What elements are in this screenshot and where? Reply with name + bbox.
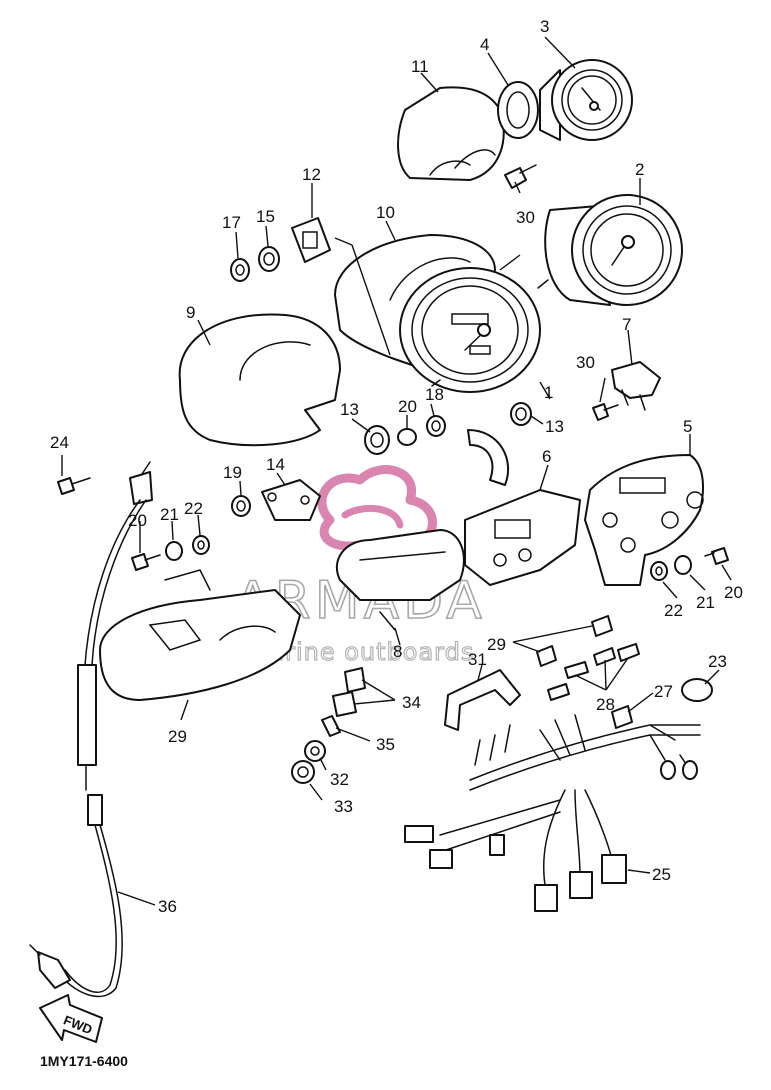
- part-washer-21-right: [674, 555, 692, 575]
- callout-11: 11: [411, 57, 429, 76]
- callout-18: 19: [223, 463, 242, 482]
- part-grommet-13b: [510, 402, 532, 426]
- part-bulbs-28: [547, 643, 640, 701]
- callout-21-left: 21: [160, 505, 179, 524]
- callout-3: 3: [540, 17, 549, 36]
- callout-34: 34: [402, 693, 421, 712]
- part-grommet-16: [426, 415, 446, 437]
- callout-26: 27: [654, 682, 673, 701]
- part-washer-22-right: [650, 561, 668, 581]
- part-bulb-35: [321, 715, 341, 737]
- callout-labels: 3 4 11 2 30 12 10 15 17 9 7 30 1 18 20 1…: [50, 17, 743, 916]
- part-ring: [497, 81, 539, 139]
- callout-20-left: 20: [128, 511, 147, 530]
- part-speedometer: [399, 267, 541, 393]
- part-plate-14: [261, 479, 321, 521]
- callout-5: 5: [683, 417, 692, 436]
- part-screw-right: [592, 403, 619, 421]
- leader-lines: [61, 36, 732, 906]
- part-tach-gauge: [539, 59, 633, 141]
- part-curved-bracket: [467, 429, 510, 486]
- callout-23: 23: [708, 652, 727, 671]
- callout-16: 18: [425, 385, 444, 404]
- part-tach-housing: [397, 86, 505, 181]
- callout-10: 10: [376, 203, 395, 222]
- callout-14: 14: [266, 455, 285, 474]
- part-gauge-right: [537, 194, 683, 306]
- callout-1: 1: [544, 383, 553, 402]
- callout-20-right: 20: [724, 583, 743, 602]
- callout-13-right: 13: [545, 417, 564, 436]
- part-screw-24: [57, 477, 91, 495]
- callout-24: 24: [50, 433, 69, 452]
- part-bulb-socket-34b: [332, 691, 357, 717]
- part-bolt-20-left: [131, 553, 161, 571]
- part-grommet-13a: [364, 425, 390, 455]
- callout-9: 9: [186, 303, 195, 322]
- callout-6: 6: [542, 447, 551, 466]
- callout-31: 31: [468, 650, 487, 669]
- callout-22-left: 22: [184, 499, 203, 518]
- part-bolt-20-right: [704, 547, 729, 565]
- part-washer-18: [231, 495, 251, 517]
- callout-12: 12: [302, 165, 321, 184]
- part-nut-33: [291, 760, 315, 784]
- part-central-bracket: [335, 529, 465, 631]
- callout-30-right: 30: [576, 353, 595, 372]
- callout-35: 35: [376, 735, 395, 754]
- callout-21-right: 21: [696, 593, 715, 612]
- callout-30-top: 30: [516, 208, 535, 227]
- diagram-code: 1MY171-6400: [40, 1053, 128, 1069]
- callout-33: 33: [334, 797, 353, 816]
- callout-7: 7: [622, 315, 631, 334]
- part-lower-bracket: [464, 489, 581, 586]
- callout-2: 2: [635, 160, 644, 179]
- part-grommet-19: [397, 428, 417, 446]
- callout-13-left: 13: [340, 400, 359, 419]
- callout-25: 25: [652, 865, 671, 884]
- part-bulb-27b: [536, 645, 557, 667]
- part-washer-15: [258, 246, 280, 272]
- callout-22-right: 22: [664, 601, 683, 620]
- callout-36: 36: [158, 897, 177, 916]
- part-speedo-cable: [29, 461, 153, 998]
- part-bracket-7: [611, 361, 661, 411]
- part-screw-top: [504, 164, 537, 189]
- part-bulb-socket-34a: [344, 667, 366, 693]
- part-lower-housing: [99, 569, 301, 701]
- part-washer-21-left: [165, 541, 183, 561]
- part-wire-harness: [404, 714, 701, 912]
- part-bulb-26: [611, 705, 633, 729]
- callout-15: 15: [256, 207, 275, 226]
- part-meter-cover: [178, 313, 341, 447]
- callout-4: 4: [480, 35, 489, 54]
- part-bulb-27a: [591, 615, 613, 637]
- part-washer-32: [304, 740, 326, 762]
- callout-29: 29: [168, 727, 187, 746]
- callout-19: 20: [398, 397, 417, 416]
- part-indicator: [291, 217, 331, 263]
- callout-8: 8: [393, 642, 402, 661]
- callout-27: 29: [487, 635, 506, 654]
- part-bracket-31: [444, 669, 521, 731]
- part-bulb-23: [681, 678, 713, 702]
- part-washer-17: [230, 258, 250, 282]
- fwd-arrow: FWD: [39, 994, 103, 1043]
- callout-32: 32: [330, 770, 349, 789]
- part-washer-22-left: [192, 535, 210, 555]
- callout-17: 17: [222, 213, 241, 232]
- part-meter-panel: [584, 454, 704, 586]
- callout-28: 28: [596, 695, 615, 714]
